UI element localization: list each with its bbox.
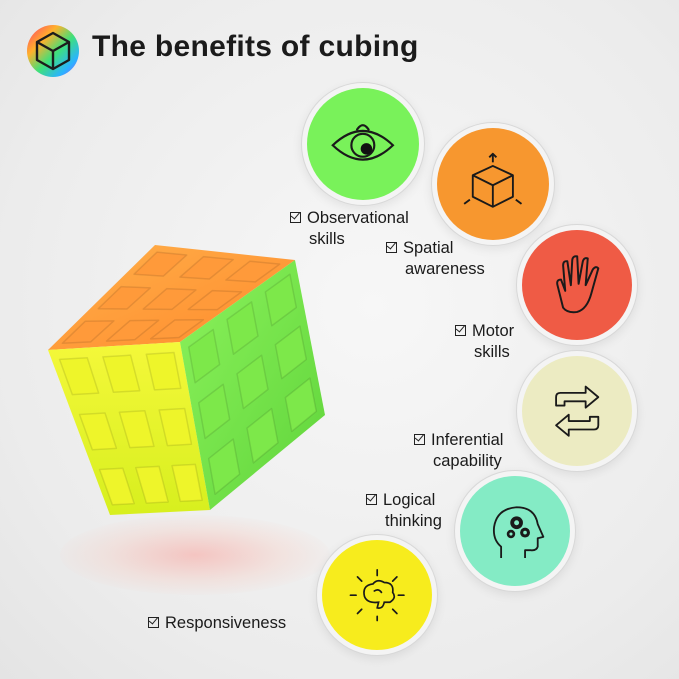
benefit-circle-logical [460,476,570,586]
cube-tile-top [187,289,243,311]
checkbox-icon [290,212,301,223]
cube-tile-top [142,287,197,311]
checkbox-icon [148,617,159,628]
benefit-label-logical: Logical thinking [366,490,442,532]
benefit-label-inferential: Inferential capability [414,430,503,472]
page-title: The benefits of cubing [92,30,419,63]
cube-tile-top [97,285,152,310]
cube-tile-left [78,412,118,451]
cube-tile-left [171,463,203,503]
cube-tile-right [284,377,318,433]
checkbox-icon [455,325,466,336]
cube-tile-left [145,351,182,391]
cube-tile-right [187,328,221,384]
cube-tile-right [274,325,308,380]
checkbox-icon [366,494,377,505]
cube-tile-right [246,407,279,464]
eye-icon [331,124,395,161]
cube-tile-top [179,255,234,280]
cube-tile-left [135,465,169,504]
benefit-circle-motor [522,230,632,340]
benefit-circle-responsiveness [322,540,432,650]
benefit-circle-observational [307,88,419,200]
cube-tile-right [197,383,231,440]
benefit-circle-spatial [437,128,549,240]
cube-tile-left [158,407,193,447]
cube-tile-right [236,354,269,410]
benefit-circle-inferential [522,356,632,466]
benefit-label-motor: Motor skills [455,321,514,363]
cube-shadow [60,515,330,595]
cube-tile-top [61,320,115,345]
benefit-label-spatial: Spatial awareness [386,238,485,280]
bright-brain-icon [349,568,405,622]
cube-tile-top [133,251,188,277]
cube-tile-left [58,357,100,396]
cube-tile-top [149,318,205,340]
cube-tile-right [207,438,241,496]
cube-outline-icon [27,25,79,77]
cube-arrows-icon [463,152,523,208]
cube-tile-top [225,260,281,283]
cube-tile-left [102,354,141,394]
cube-tile-left [98,467,135,506]
brand-logo [26,24,80,78]
checkbox-icon [386,242,397,253]
benefit-label-observational: Observational skills [290,208,409,250]
rubiks-cube-image [40,240,360,570]
checkbox-icon [414,434,425,445]
benefit-label-responsiveness: Responsiveness [148,613,286,634]
cycle-arrows-icon [554,385,600,437]
cube-tile-right [264,273,298,327]
cube-tile-left [118,410,155,449]
cube-tile-right [226,301,259,356]
hand-icon [555,255,600,313]
cube-tile-top [105,319,160,342]
head-gears-icon [492,506,545,558]
